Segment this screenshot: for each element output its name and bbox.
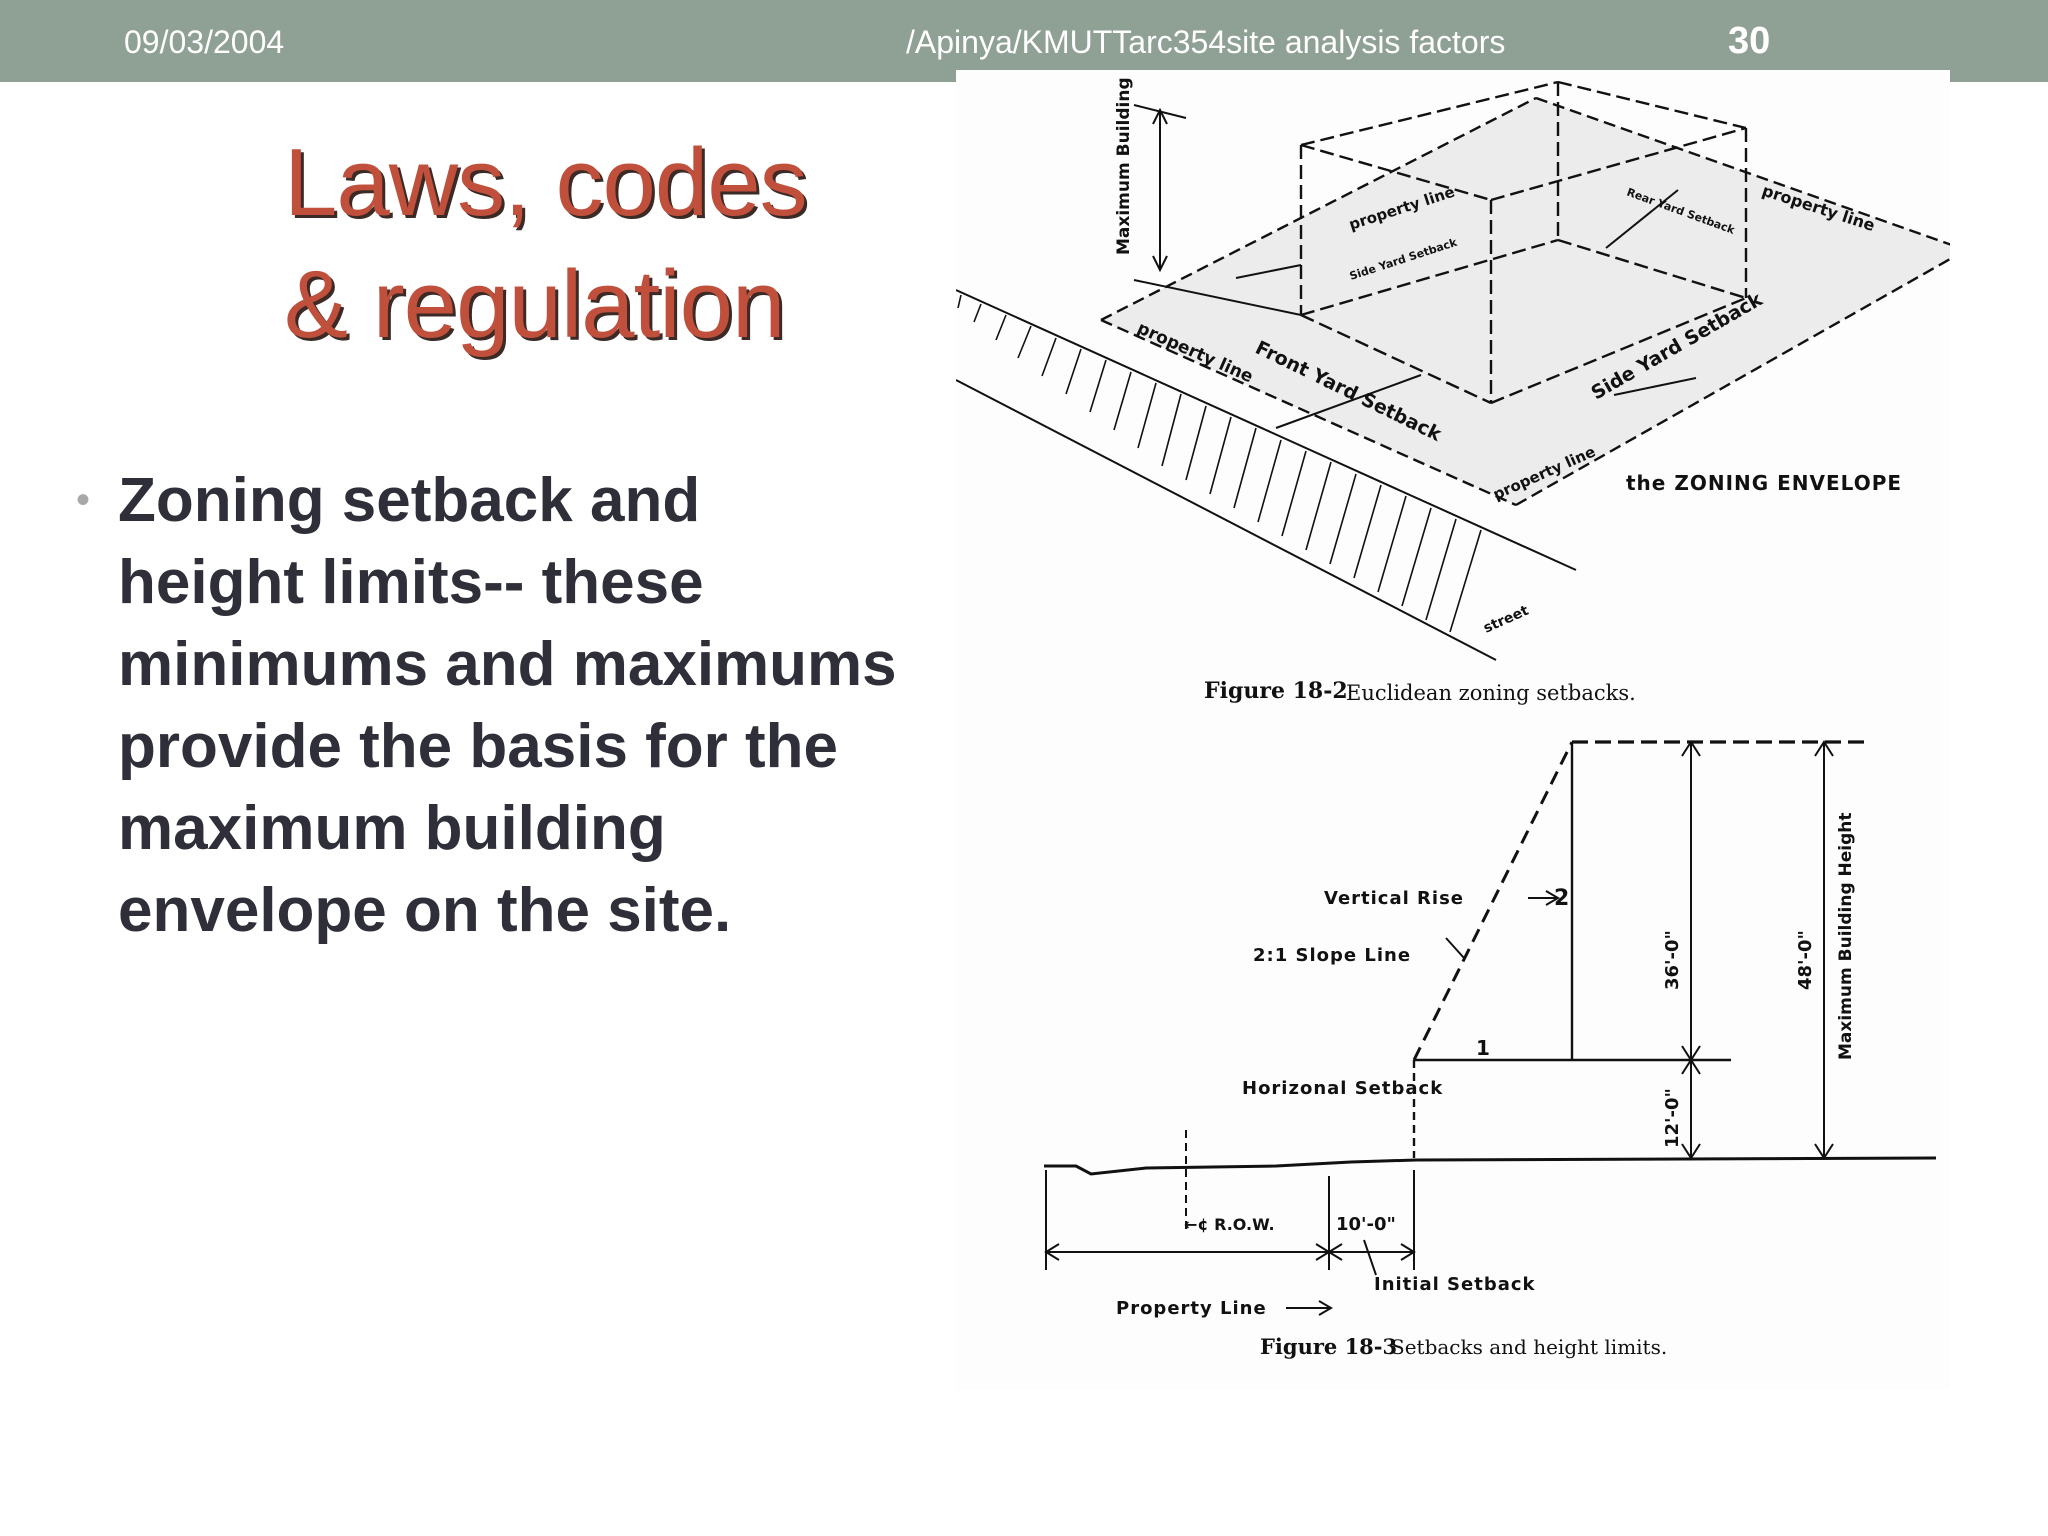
figure-18-3: Vertical Rise 2 2:1 Slope Line 1 Horizon… xyxy=(1044,740,1937,1359)
fig2-horizontal-setback: Horizonal Setback xyxy=(1242,1078,1443,1099)
header-bar xyxy=(0,0,2048,82)
fig2-max-height: Maximum Building Height xyxy=(1836,812,1856,1060)
fig2-rise-value: 2 xyxy=(1554,886,1569,911)
fig1-envelope-label: the ZONING ENVELOPE xyxy=(1626,471,1902,495)
fig2-row: ←¢ R.O.W. xyxy=(1184,1215,1275,1234)
slide-title-line2: & regulation xyxy=(284,251,785,358)
property-lines xyxy=(1100,96,1967,507)
fig1-max-height-label: Maximum Building Height xyxy=(1114,70,1134,255)
height-dimension xyxy=(1133,104,1302,316)
fig2-dim-36: 36'-0" xyxy=(1662,930,1683,990)
header-path: /Apinya/KMUTTarc354site analysis factors xyxy=(906,24,1506,60)
dim-36-12 xyxy=(1681,740,1701,1160)
street-hatch xyxy=(955,289,1577,661)
fig2-vertical-rise: Vertical Rise xyxy=(1324,888,1464,909)
slide-title: Laws, codes & regulation xyxy=(284,122,924,366)
slide-title-line1: Laws, codes xyxy=(284,129,808,236)
fig2-dim-48: 48'-0" xyxy=(1795,930,1816,990)
bullet-marker: • xyxy=(76,478,91,522)
fig1-street-label: street xyxy=(1481,603,1531,637)
bottom-dimensions xyxy=(1044,890,1560,1316)
slide-number: 30 xyxy=(1728,20,1771,62)
bullet-text: Zoning setback and height limits-- these… xyxy=(118,466,897,945)
fig2-slope-line: 2:1 Slope Line xyxy=(1253,945,1411,966)
setback-arrows xyxy=(1235,189,1697,429)
fig1-caption-text: Euclidean zoning setbacks. xyxy=(1346,681,1636,705)
figure-panel: Maximum Building Height property line Si… xyxy=(955,7,1967,1390)
fig2-dim-10: 10'-0" xyxy=(1336,1214,1396,1235)
fig2-property-line: Property Line xyxy=(1116,1298,1267,1319)
fig2-initial-setback: Initial Setback xyxy=(1374,1274,1536,1295)
figure-18-2: Maximum Building Height property line Si… xyxy=(955,7,1967,705)
zoning-figures: Maximum Building Height property line Si… xyxy=(955,7,1967,1359)
header-date: 09/03/2004 xyxy=(124,24,285,60)
slope-line xyxy=(1412,741,1574,1061)
fig1-caption-num: Figure 18-2 xyxy=(1204,678,1348,704)
street-hatch-lines xyxy=(957,294,1482,633)
dim-48 xyxy=(1814,740,1834,1160)
fig2-caption-text: Setbacks and height limits. xyxy=(1391,1335,1667,1359)
fig2-dim-12: 12'-0" xyxy=(1662,1088,1683,1148)
fig2-caption-num: Figure 18-3 xyxy=(1260,1334,1397,1359)
fig2-run-value: 1 xyxy=(1476,1036,1490,1060)
envelope-box xyxy=(1299,80,1748,405)
ground-line xyxy=(1044,1156,1937,1176)
lot-stipple xyxy=(1101,98,1966,505)
